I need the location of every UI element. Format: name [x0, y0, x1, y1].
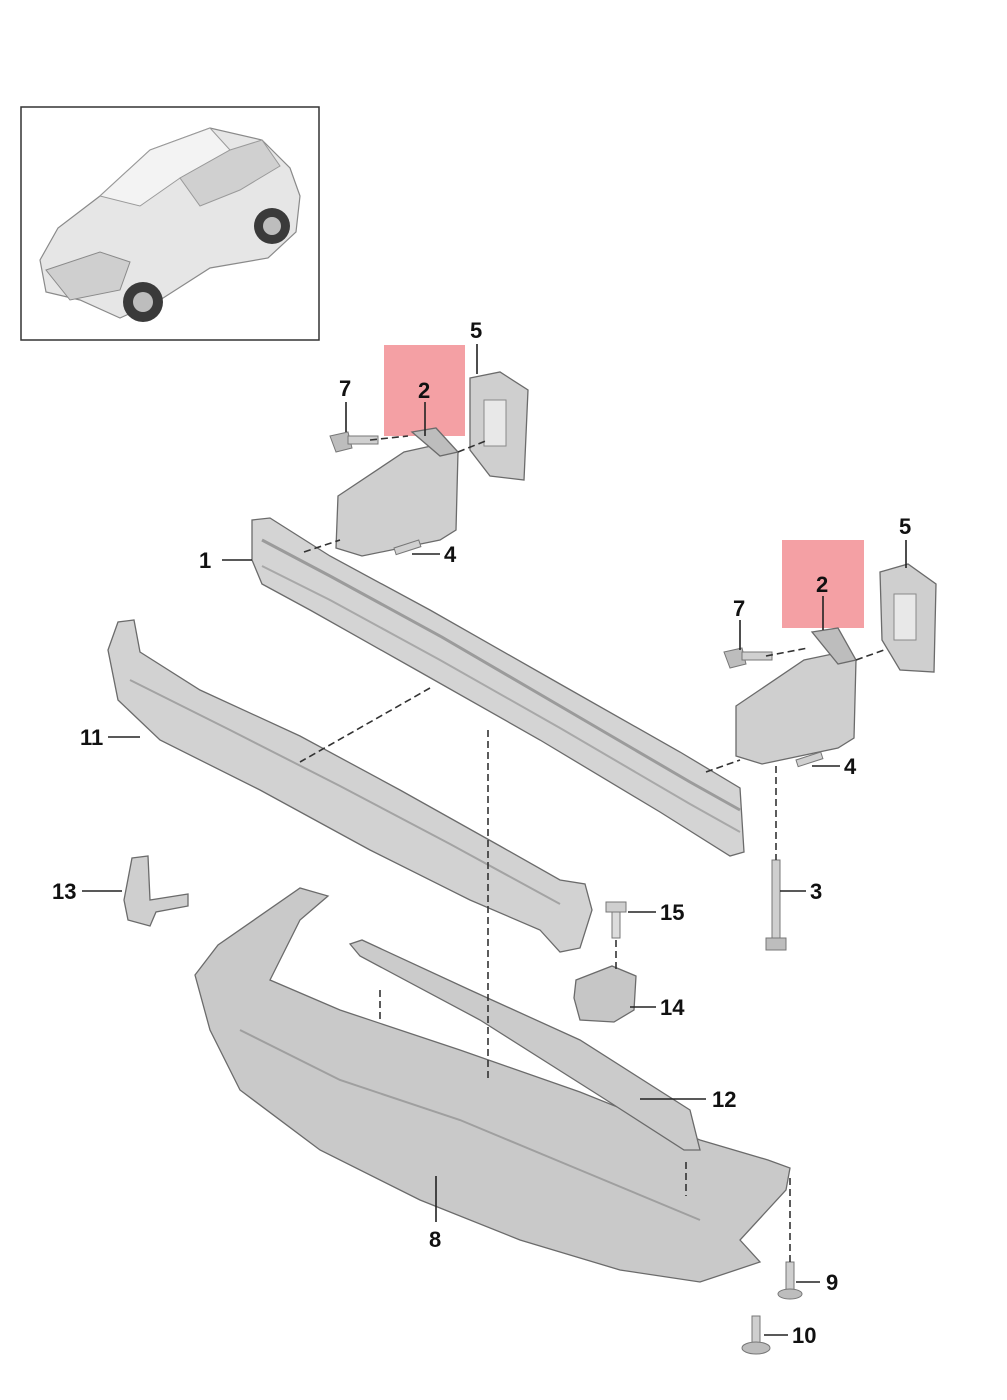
callout-11: 11	[80, 725, 103, 750]
part-2-crash-box-left	[335, 427, 460, 557]
assembly-dash-lines	[299, 435, 885, 1262]
part-4-screw-left	[393, 539, 422, 556]
callout-10: 10	[792, 1323, 816, 1348]
callout-15: 15	[660, 900, 684, 925]
callout-8: 8	[429, 1227, 441, 1252]
part-13-bracket	[123, 855, 189, 927]
part-12-strip	[348, 939, 701, 1151]
callout-7-left: 7	[339, 376, 351, 401]
callout-7-right: 7	[733, 596, 745, 621]
callout-2-right: 2	[816, 572, 828, 597]
part-5-plate-left	[469, 371, 529, 481]
callout-4-left: 4	[444, 542, 457, 567]
part-2-crash-box-right	[735, 627, 857, 765]
part-10-fastener	[741, 1315, 771, 1355]
callout-5-left: 5	[470, 318, 482, 343]
leader-lines	[82, 344, 907, 1336]
part-7-bolt-right	[723, 647, 773, 669]
part-9-fastener	[777, 1261, 803, 1300]
callout-4-right: 4	[844, 754, 857, 779]
part-5-plate-right	[879, 563, 937, 673]
part-15-screw	[605, 901, 627, 939]
callout-5-right: 5	[899, 514, 911, 539]
part-4-screw-right	[795, 751, 824, 768]
part-7-bolt-left	[329, 431, 379, 453]
part-11-absorber	[107, 619, 593, 953]
callout-14: 14	[660, 995, 685, 1020]
vehicle-thumbnail	[20, 106, 320, 341]
part-1-bumper-beam	[251, 517, 745, 857]
callout-12: 12	[712, 1087, 736, 1112]
callout-13: 13	[52, 879, 76, 904]
callout-3: 3	[810, 879, 822, 904]
callout-1: 1	[199, 548, 211, 573]
part-3-long-bolt	[765, 859, 787, 951]
part-14-clip	[573, 965, 637, 1023]
callout-9: 9	[826, 1270, 838, 1295]
callout-2-left: 2	[418, 378, 430, 403]
part-8-lower-cover	[194, 887, 791, 1283]
